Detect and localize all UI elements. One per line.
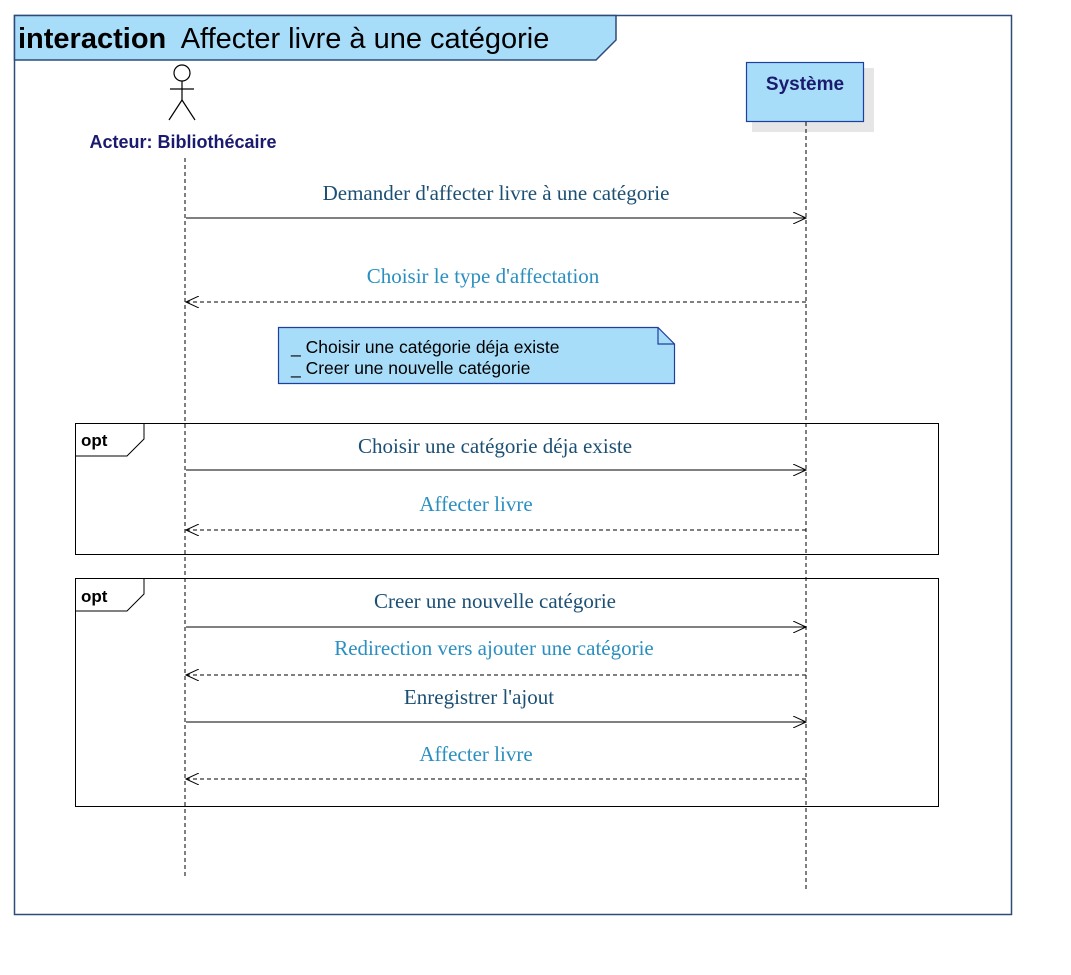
note-fold xyxy=(657,327,675,345)
system-box xyxy=(745,61,865,123)
actor-label: Acteur: Bibliothécaire xyxy=(89,132,276,152)
interaction-frame xyxy=(13,14,1013,916)
message-label-3: Choisir une catégorie déja existe xyxy=(358,434,632,458)
note-box xyxy=(277,326,676,385)
opt-fragment-2-operator: opt xyxy=(81,587,108,606)
actor-icon xyxy=(168,64,196,121)
message-label-1: Demander d'affecter livre à une catégori… xyxy=(323,181,670,205)
message-label-8: Affecter livre xyxy=(419,742,532,766)
opt-fragment-1 xyxy=(75,423,939,555)
frame-keyword: interaction xyxy=(18,23,166,55)
opt-fragment-2 xyxy=(75,578,939,807)
note-line-2: _ Creer une nouvelle catégorie xyxy=(290,358,530,379)
opt-fragment-1-tab xyxy=(75,423,145,457)
interaction-frame-tab xyxy=(13,14,617,61)
message-label-6: Redirection vers ajouter une catégorie xyxy=(334,636,654,660)
frame-name: Affecter livre à une catégorie xyxy=(181,23,550,55)
message-label-5: Creer une nouvelle catégorie xyxy=(374,589,616,613)
note-line-1: _ Choisir une catégorie déja existe xyxy=(290,337,560,358)
opt-fragment-1-operator: opt xyxy=(81,431,108,450)
frame-title: interaction Affecter livre à une catégor… xyxy=(18,23,549,55)
system-label: Système xyxy=(766,74,844,95)
opt-fragment-2-tab xyxy=(75,578,145,612)
message-label-7: Enregistrer l'ajout xyxy=(404,685,554,709)
message-label-2: Choisir le type d'affectation xyxy=(367,264,600,288)
message-label-4: Affecter livre xyxy=(419,492,532,516)
